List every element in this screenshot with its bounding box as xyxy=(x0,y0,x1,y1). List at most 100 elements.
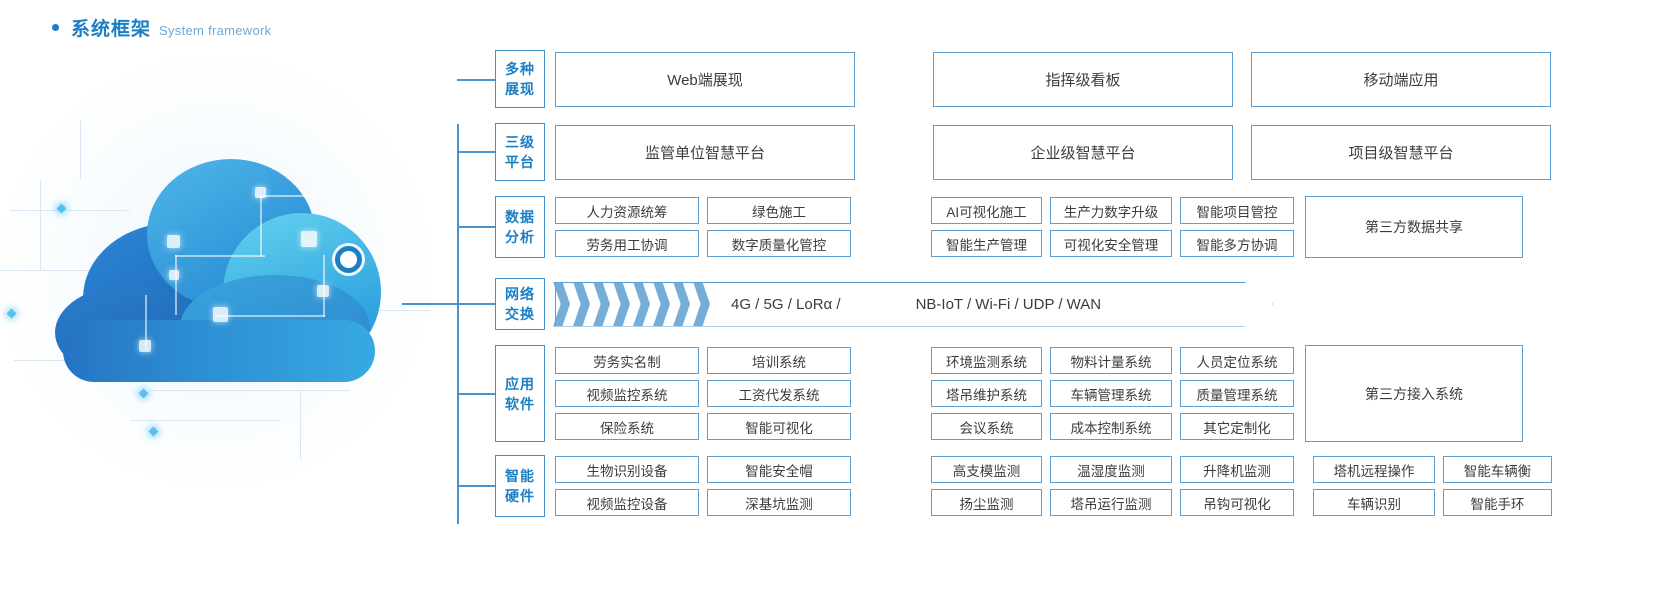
row-label-line2: 硬件 xyxy=(505,488,535,504)
cell-material-metering[interactable]: 物料计量系统 xyxy=(1050,347,1172,374)
cell-regulator-platform[interactable]: 监管单位智慧平台 xyxy=(555,124,855,180)
cell-crane-maintenance[interactable]: 塔吊维护系统 xyxy=(931,380,1042,407)
cloud-base xyxy=(63,320,375,382)
row-data-analysis: 数据 分析 人力资源统筹 绿色施工 AI可视化施工 生产力数字升级 智能项目管控… xyxy=(495,196,1523,258)
cell-video-surveillance-system[interactable]: 视频监控系统 xyxy=(555,380,699,407)
circuit-line xyxy=(0,270,90,271)
cell-high-formwork-monitoring[interactable]: 高支模监测 xyxy=(931,456,1042,483)
row-cells-platform: 监管单位智慧平台 企业级智慧平台 项目级智慧平台 xyxy=(555,123,1551,181)
cloud-shape xyxy=(55,135,385,385)
cell-smart-multiparty-coordination[interactable]: 智能多方协调 xyxy=(1180,230,1294,257)
chevron-right-icon xyxy=(573,281,590,327)
tree-branch-line xyxy=(457,485,495,487)
cell-quality-management[interactable]: 质量管理系统 xyxy=(1180,380,1294,407)
cell-third-party-access-system[interactable]: 第三方接入系统 xyxy=(1305,345,1523,442)
cell-hr-planning[interactable]: 人力资源统筹 xyxy=(555,197,699,224)
network-protocols-left: 4G / 5G / LoRα / xyxy=(731,295,841,313)
chevron-right-icon xyxy=(633,281,650,327)
row-cells-smart-hardware: 生物识别设备 智能安全帽 高支模监测 温湿度监测 升降机监测 塔机远程操作 智能… xyxy=(555,455,1552,517)
cell-digital-quality-control[interactable]: 数字质量化管控 xyxy=(707,230,851,257)
cell-third-party-data-sharing[interactable]: 第三方数据共享 xyxy=(1305,196,1523,258)
cell-crane-remote-operation[interactable]: 塔机远程操作 xyxy=(1313,456,1435,483)
cell-mobile-app[interactable]: 移动端应用 xyxy=(1251,51,1551,107)
tree-vertical-line xyxy=(457,124,459,524)
cell-vehicle-recognition[interactable]: 车辆识别 xyxy=(1313,489,1435,516)
cloud-circuit-trace xyxy=(175,255,265,257)
cell-project-platform[interactable]: 项目级智慧平台 xyxy=(1251,124,1551,180)
cell-smart-weighbridge[interactable]: 智能车辆衡 xyxy=(1443,456,1552,483)
cell-training-system[interactable]: 培训系统 xyxy=(707,347,851,374)
row-label-platform: 三级 平台 xyxy=(495,123,545,181)
cloud-circuit-trace xyxy=(260,195,262,257)
cell-smart-wristband[interactable]: 智能手环 xyxy=(1443,489,1552,516)
chevron-right-icon xyxy=(553,281,570,327)
cell-smart-production-mgmt[interactable]: 智能生产管理 xyxy=(931,230,1042,257)
cell-environment-monitoring[interactable]: 环境监测系统 xyxy=(931,347,1042,374)
row-label-smart-hardware: 智能 硬件 xyxy=(495,455,545,517)
chevron-right-icon xyxy=(653,281,670,327)
cell-smart-helmet[interactable]: 智能安全帽 xyxy=(707,456,851,483)
circuit-line xyxy=(130,420,280,421)
network-arrow-tail xyxy=(553,281,710,327)
circuit-line xyxy=(300,390,301,460)
tree-branch-line xyxy=(457,393,495,395)
bullet-dot-icon xyxy=(52,24,59,31)
row-network-exchange: 网络 交换 4G / 5G / LoRα / NB-IoT / Wi-Fi / … xyxy=(495,278,1273,330)
cloud-chip-icon xyxy=(255,187,266,198)
cell-smart-project-control[interactable]: 智能项目管控 xyxy=(1180,197,1294,224)
cell-payroll-system[interactable]: 工资代发系统 xyxy=(707,380,851,407)
cloud-circuit-trace xyxy=(260,195,330,197)
cell-personnel-positioning[interactable]: 人员定位系统 xyxy=(1180,347,1294,374)
cell-insurance-system[interactable]: 保险系统 xyxy=(555,413,699,440)
network-protocols-right: NB-IoT / Wi-Fi / UDP / WAN xyxy=(915,295,1102,313)
row-cells-application-software: 劳务实名制 培训系统 环境监测系统 物料计量系统 人员定位系统 视频监控系统 工… xyxy=(555,345,1294,442)
tree-branch-line xyxy=(457,79,495,81)
row-label-network-exchange: 网络 交换 xyxy=(495,278,545,330)
row-label-line2: 平台 xyxy=(505,154,535,170)
cell-crane-operation-monitoring[interactable]: 塔吊运行监测 xyxy=(1050,489,1172,516)
cloud-computing-illustration xyxy=(0,60,470,530)
cell-biometric-device[interactable]: 生物识别设备 xyxy=(555,456,699,483)
circuit-line xyxy=(40,180,41,270)
cell-other-customization[interactable]: 其它定制化 xyxy=(1180,413,1294,440)
row-label-line1: 数据 xyxy=(505,209,535,225)
cell-hook-visualization[interactable]: 吊钩可视化 xyxy=(1180,489,1294,516)
row-cells-data-analysis: 人力资源统筹 绿色施工 AI可视化施工 生产力数字升级 智能项目管控 劳务用工协… xyxy=(555,196,1294,258)
cell-video-surveillance-device[interactable]: 视频监控设备 xyxy=(555,489,699,516)
chevron-right-icon xyxy=(613,281,630,327)
cell-cost-control-system[interactable]: 成本控制系统 xyxy=(1050,413,1172,440)
page-title-cn: 系统框架 xyxy=(71,19,152,40)
cell-command-dashboard[interactable]: 指挥级看板 xyxy=(933,51,1233,107)
cell-ai-visual-construction[interactable]: AI可视化施工 xyxy=(931,197,1042,224)
cell-green-construction[interactable]: 绿色施工 xyxy=(707,197,851,224)
cell-labor-coordination[interactable]: 劳务用工协调 xyxy=(555,230,699,257)
cell-labor-real-name[interactable]: 劳务实名制 xyxy=(555,347,699,374)
cloud-circuit-trace xyxy=(215,315,325,317)
row-label-line2: 软件 xyxy=(505,395,535,412)
row-label-line1: 多种 xyxy=(505,61,535,77)
circuit-line xyxy=(10,210,130,211)
page-title: 系统框架 System framework xyxy=(52,14,271,41)
cell-smart-visualization[interactable]: 智能可视化 xyxy=(707,413,851,440)
cell-vehicle-management[interactable]: 车辆管理系统 xyxy=(1050,380,1172,407)
cell-dust-monitoring[interactable]: 扬尘监测 xyxy=(931,489,1042,516)
cell-visual-safety-mgmt[interactable]: 可视化安全管理 xyxy=(1050,230,1172,257)
cell-enterprise-platform[interactable]: 企业级智慧平台 xyxy=(933,124,1233,180)
cloud-circuit-trace xyxy=(145,295,147,350)
cloud-chip-icon xyxy=(213,307,228,322)
cloud-circuit-trace xyxy=(175,255,177,315)
cell-productivity-digital-upgrade[interactable]: 生产力数字升级 xyxy=(1050,197,1172,224)
connector-tree xyxy=(402,45,502,525)
row-label-line2: 交换 xyxy=(505,306,535,322)
tree-branch-line xyxy=(457,151,495,153)
row-label-line1: 网络 xyxy=(505,286,535,302)
cell-deep-foundation-monitoring[interactable]: 深基坑监测 xyxy=(707,489,851,516)
row-application-software: 应用 软件 劳务实名制 培训系统 环境监测系统 物料计量系统 人员定位系统 视频… xyxy=(495,345,1523,442)
row-label-line1: 智能 xyxy=(505,468,535,484)
circuit-line xyxy=(80,120,81,180)
cell-web-display[interactable]: Web端展现 xyxy=(555,51,855,107)
cell-hoist-monitoring[interactable]: 升降机监测 xyxy=(1180,456,1294,483)
cell-conference-system[interactable]: 会议系统 xyxy=(931,413,1042,440)
cell-temp-humidity-monitoring[interactable]: 温湿度监测 xyxy=(1050,456,1172,483)
row-smart-hardware: 智能 硬件 生物识别设备 智能安全帽 高支模监测 温湿度监测 升降机监测 塔机远… xyxy=(495,455,1552,517)
